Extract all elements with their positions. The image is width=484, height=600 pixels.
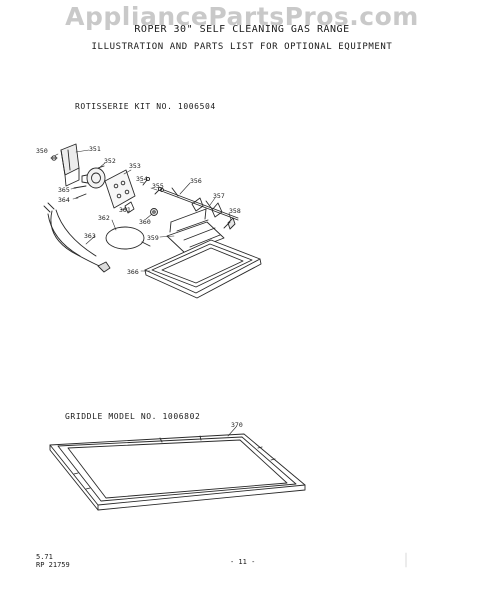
part-358-handle xyxy=(223,217,236,230)
label-370: 370 xyxy=(231,421,243,429)
document-code: RP 21759 xyxy=(36,561,70,569)
page-number: - 11 - xyxy=(230,558,256,566)
label-363: 363 xyxy=(84,232,96,240)
part-357-spit-fork xyxy=(191,197,223,218)
part-351-motor-bracket xyxy=(60,143,80,187)
document-subtitle: ILLUSTRATION AND PARTS LIST FOR OPTIONAL… xyxy=(91,42,393,52)
part-356-spit-rod xyxy=(160,187,239,221)
leader-lines xyxy=(53,149,232,272)
label-352: 352 xyxy=(104,157,116,165)
part-366-broiler-pan xyxy=(144,239,262,299)
part-354-screw xyxy=(142,176,151,186)
label-351: 351 xyxy=(89,145,101,153)
part-370-griddle xyxy=(49,433,306,511)
revision-number: 5.71 xyxy=(36,553,53,561)
label-365: 365 xyxy=(58,186,70,194)
part-360-knob xyxy=(150,208,158,216)
label-350: 350 xyxy=(36,147,48,155)
document-title: ROPER 30" SELF CLEANING GAS RANGE xyxy=(134,24,350,35)
part-352-motor xyxy=(81,165,106,189)
label-355: 355 xyxy=(152,182,164,190)
label-364: 364 xyxy=(58,196,70,204)
part-355-screw xyxy=(154,186,163,195)
rotisserie-part-labels: 350 351 352 353 354 355 356 357 358 359 … xyxy=(36,145,241,276)
label-357: 357 xyxy=(213,192,225,200)
label-366: 366 xyxy=(127,268,139,276)
part-362-wire-loop xyxy=(105,226,151,250)
part-361-clip xyxy=(124,201,135,214)
part-365-terminal xyxy=(73,185,87,189)
label-359: 359 xyxy=(147,234,159,242)
griddle-model-heading: GRIDDLE MODEL NO. 1006802 xyxy=(65,412,201,421)
label-360: 360 xyxy=(139,218,151,226)
rotisserie-kit-heading: ROTISSERIE KIT NO. 1006504 xyxy=(75,102,216,111)
part-359-wire-rack xyxy=(166,208,225,254)
label-354: 354 xyxy=(136,175,148,183)
part-353-mounting-plate xyxy=(104,169,136,209)
label-353: 353 xyxy=(129,162,141,170)
leader-370 xyxy=(227,426,237,437)
label-361: 361 xyxy=(119,206,131,214)
part-363-cord xyxy=(43,202,111,273)
label-356: 356 xyxy=(190,177,202,185)
watermark-logo: AppliancePartsPros.com xyxy=(65,2,419,31)
label-362: 362 xyxy=(98,214,110,222)
label-358: 358 xyxy=(229,207,241,215)
part-350-screw xyxy=(50,155,58,161)
part-364-terminal xyxy=(75,193,87,199)
